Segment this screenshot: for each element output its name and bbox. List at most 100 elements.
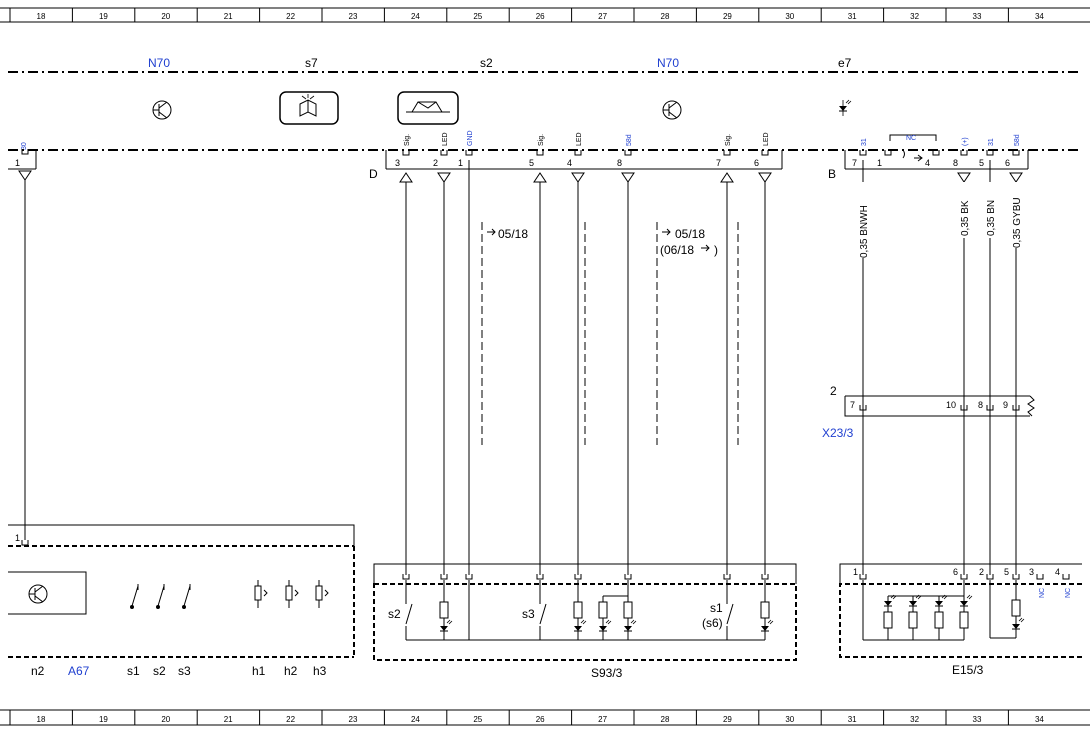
- connector-d-pin-6: 6: [754, 158, 759, 168]
- s93-s2-label: s2: [388, 607, 401, 621]
- connector-d-signal-8: 58d: [626, 134, 633, 146]
- grid-col-19: 19: [99, 715, 108, 724]
- grid-col-31: 31: [848, 12, 857, 21]
- lamp-icon-h3: [315, 580, 329, 608]
- grid-col-22: 22: [286, 715, 295, 724]
- e15-pin-2: 2: [979, 567, 984, 577]
- connector-b-pin-8: 8: [953, 158, 958, 168]
- connector-d-pin-4: 4: [567, 158, 572, 168]
- e15-nc-label-1: NC: [1039, 588, 1046, 598]
- s93-s3-label: s3: [522, 607, 535, 621]
- e15-pin-5: 5: [1004, 567, 1009, 577]
- h2-label: h2: [284, 664, 298, 678]
- n70-label-right: N70: [657, 56, 679, 70]
- wire-label-bn: 0,35 BN: [986, 200, 997, 236]
- s93-leds: [439, 619, 774, 632]
- transistor-icon-right: [662, 100, 682, 120]
- grid-col-28: 28: [661, 715, 670, 724]
- e15-block: [839, 563, 1082, 658]
- e15-leds: [883, 594, 1025, 630]
- connector-d-signal-4: LED: [576, 132, 583, 146]
- n2-label: n2: [31, 664, 45, 678]
- connector-b-pin-1: 1: [877, 158, 882, 168]
- grid-col-28: 28: [661, 12, 670, 21]
- s7-label: s7: [305, 56, 318, 70]
- switch-icon-s2: [156, 584, 165, 609]
- wire-label-bk: 0,35 BK: [960, 200, 971, 236]
- s2-label: s2: [480, 56, 493, 70]
- variant-note-left: 05/18: [498, 227, 528, 241]
- connector-x23: 2 7 10 8 9 X23/3: [822, 384, 1035, 440]
- x23-pin-9: 9: [1003, 400, 1008, 410]
- connector-b-signal-8: (+): [962, 137, 969, 146]
- connector-b-pin-4: 4: [925, 158, 930, 168]
- left-connector: 30 1: [8, 142, 37, 540]
- e15-nc-label-2: NC: [1065, 588, 1072, 598]
- reading-light-icon: [279, 91, 339, 125]
- n70-label-left: N70: [148, 56, 170, 70]
- grid-col-23: 23: [349, 12, 358, 21]
- connector-d-pin-2: 2: [433, 158, 438, 168]
- roof-switch-icon: [397, 91, 459, 125]
- grid-col-30: 30: [785, 12, 794, 21]
- grid-col-33: 33: [973, 715, 982, 724]
- e15-pin-1: 1: [853, 567, 858, 577]
- grid-col-19: 19: [99, 12, 108, 21]
- connector-d-pin-5: 5: [529, 158, 534, 168]
- grid-col-26: 26: [536, 12, 545, 21]
- connector-d-pin-1: 1: [458, 158, 463, 168]
- connector-b-signal-5: 31: [988, 138, 995, 146]
- connector-d-signal-6: LED: [763, 132, 770, 146]
- wire-labels: 0,35 BNWH 0,35 BK 0,35 BN 0,35 GYBU: [857, 182, 1023, 258]
- terminal-30-label: 30: [21, 142, 28, 150]
- grid-col-21: 21: [224, 715, 233, 724]
- grid-col-32: 32: [910, 12, 919, 21]
- grid-col-20: 20: [161, 715, 170, 724]
- connector-d-signal-2: LED: [442, 132, 449, 146]
- x23-number: 2: [830, 384, 837, 398]
- connector-d-label: D: [369, 167, 378, 181]
- h3-label: h3: [313, 664, 327, 678]
- grid-col-30: 30: [785, 715, 794, 724]
- variant-note-right-2: (06/18: [660, 243, 694, 257]
- s93-switch-labels: s2 s3 s1 (s6): [388, 601, 723, 630]
- connector-b-pin-7: 7: [852, 158, 857, 168]
- e15-pin-3: 3: [1029, 567, 1034, 577]
- grid-col-33: 33: [973, 12, 982, 21]
- a67-pin-1: 1: [15, 533, 20, 543]
- connector-b-pin-6: 6: [1005, 158, 1010, 168]
- e15-pins: 1 6 2 5 3 4 NC NC: [853, 567, 1072, 598]
- x23-pin-8: 8: [978, 400, 983, 410]
- grid-col-18: 18: [37, 12, 46, 21]
- grid-col-26: 26: [536, 715, 545, 724]
- wire-label-gybu: 0,35 GYBU: [1012, 197, 1023, 248]
- connector-b-nc-label: NC: [906, 135, 916, 142]
- e15-pin-6: 6: [953, 567, 958, 577]
- led-icon-e7: [838, 99, 852, 116]
- connector-b-signal-6: 58d: [1014, 134, 1021, 146]
- connector-d-signal-3: Sig.: [404, 134, 411, 146]
- connector-d-signal-1: GND: [467, 130, 474, 146]
- connector-d-signal-5: Sig.: [538, 134, 545, 146]
- a67-label: A67: [68, 664, 90, 678]
- grid-col-18: 18: [37, 715, 46, 724]
- variant-notes: 05/18 05/18 (06/18 ): [481, 222, 739, 445]
- grid-col-31: 31: [848, 715, 857, 724]
- grid-col-34: 34: [1035, 715, 1044, 724]
- x23-pin-7: 7: [850, 400, 855, 410]
- grid-col-27: 27: [598, 715, 607, 724]
- grid-col-25: 25: [473, 715, 482, 724]
- wire-label-bnwh: 0,35 BNWH: [859, 205, 870, 258]
- s93-s1-label: s1: [710, 601, 723, 615]
- x23-label: X23/3: [822, 426, 854, 440]
- grid-col-20: 20: [161, 12, 170, 21]
- grid-col-24: 24: [411, 12, 420, 21]
- s3-label-bottom: s3: [178, 664, 191, 678]
- transistor-icon-n2: [28, 584, 48, 604]
- connector-d-pin-8: 8: [617, 158, 622, 168]
- s93-s6-label: (s6): [702, 616, 723, 630]
- lamp-icon-h1: [254, 580, 268, 608]
